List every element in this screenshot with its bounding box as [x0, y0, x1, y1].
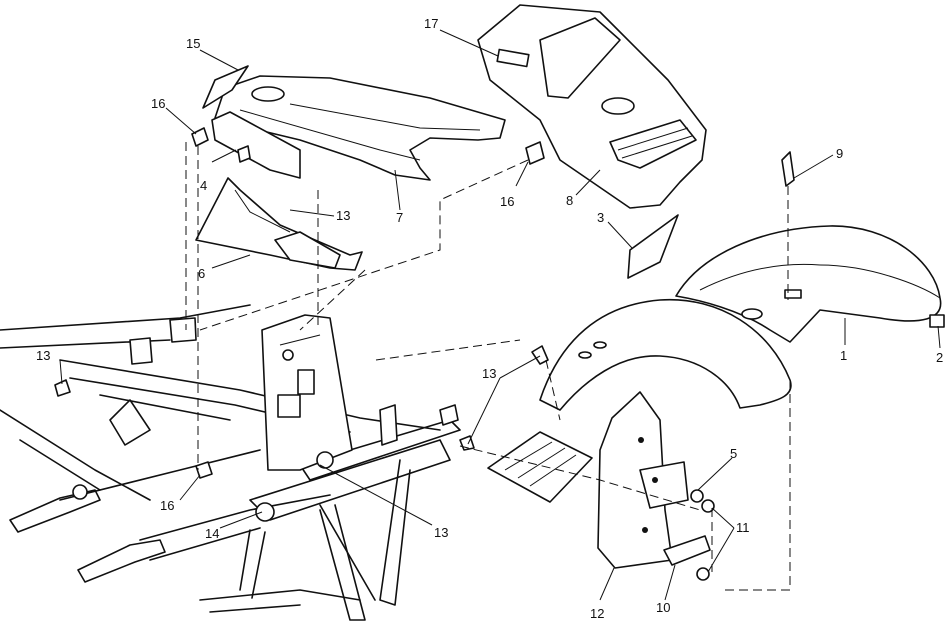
bracket-part-10	[663, 535, 711, 566]
nut-part-5	[690, 489, 704, 503]
mud-flap-part-12	[597, 391, 689, 569]
tank-cover-part-8	[477, 4, 707, 209]
clip-part-16b	[525, 141, 545, 165]
callout-12: 12	[590, 606, 604, 621]
seat-trim-part-15	[202, 65, 249, 109]
callout-14: 14	[205, 526, 219, 541]
rear-fender-part-1	[675, 225, 942, 343]
callout-3: 3	[597, 210, 604, 225]
callout-11: 11	[736, 520, 750, 535]
clip-part-16c	[195, 461, 213, 479]
callout-9: 9	[836, 146, 843, 161]
callout-17: 17	[424, 16, 438, 31]
callout-1: 1	[840, 348, 847, 363]
callout-16-seat: 16	[151, 96, 165, 111]
callout-10: 10	[656, 600, 670, 615]
bolt-part-13c	[54, 379, 71, 397]
side-panel-part-6	[195, 177, 363, 271]
seat-base-part-7	[211, 75, 506, 181]
decal-part-3	[627, 214, 679, 279]
bushing-part-4	[237, 145, 251, 163]
front-fender	[539, 298, 792, 411]
callout-5: 5	[730, 446, 737, 461]
callout-7: 7	[396, 210, 403, 225]
footrest-plate	[487, 431, 593, 503]
callout-4: 4	[200, 178, 207, 193]
nut-part-11a	[701, 499, 715, 513]
callout-8: 8	[566, 193, 573, 208]
assembly-lines	[185, 142, 791, 591]
callout-16-frame: 16	[160, 498, 174, 513]
frame-assembly	[0, 304, 461, 621]
decal-part-2	[929, 314, 945, 328]
callout-13-frame-left: 13	[36, 348, 50, 363]
callout-13-side-panel: 13	[336, 208, 350, 223]
callout-2: 2	[936, 350, 943, 365]
screw-part-9	[781, 151, 795, 187]
callout-16-tank: 16	[500, 194, 514, 209]
callout-15: 15	[186, 36, 200, 51]
clip-part-16a	[191, 127, 209, 147]
callout-6: 6	[198, 266, 205, 281]
bolt-part-13a	[531, 345, 549, 365]
nut-part-11b	[696, 567, 710, 581]
callout-13-frame-center: 13	[434, 525, 448, 540]
leader-lines	[59, 29, 941, 601]
callout-13-fender: 13	[482, 366, 496, 381]
